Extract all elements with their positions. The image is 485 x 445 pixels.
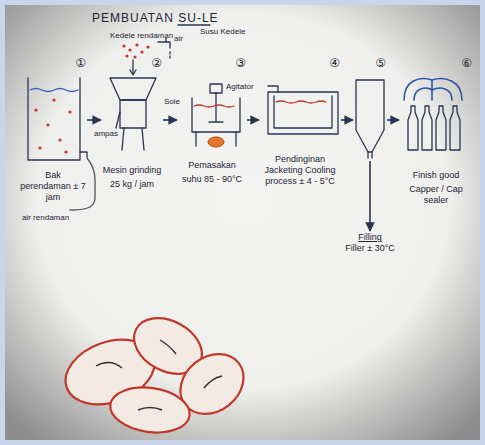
feed-arrow bbox=[132, 60, 133, 74]
art-space bbox=[178, 70, 246, 160]
water-line bbox=[30, 89, 78, 92]
milk-line bbox=[194, 105, 234, 107]
agitator-shaft bbox=[209, 93, 223, 122]
art-space bbox=[354, 70, 386, 160]
step-name: Mesin grinding bbox=[102, 165, 162, 176]
grinder-legs bbox=[116, 112, 144, 150]
stove-legs bbox=[196, 132, 236, 146]
bean-hilum bbox=[96, 340, 222, 410]
cooling-tank bbox=[274, 96, 332, 128]
agitator-motor bbox=[210, 84, 222, 93]
grinder-hopper bbox=[110, 78, 156, 100]
flow-arrow bbox=[163, 119, 177, 121]
bottles bbox=[408, 106, 460, 150]
output-label: ampas bbox=[94, 129, 118, 139]
flow-arrow bbox=[387, 119, 399, 121]
soak-tank bbox=[28, 78, 80, 160]
paper bbox=[5, 5, 480, 440]
art-space bbox=[20, 70, 86, 170]
step-number: ⑤ bbox=[354, 56, 386, 70]
step-name: Bak perendaman ± 7 jam bbox=[20, 170, 86, 203]
step-name: Pemasakan bbox=[178, 160, 246, 171]
step-number: ① bbox=[20, 56, 86, 70]
part-label: Agitator bbox=[226, 82, 254, 92]
step-spec: suhu 85 - 90°C bbox=[178, 174, 246, 185]
step-name: Filler ± 30°C bbox=[344, 243, 396, 254]
milk-line bbox=[276, 101, 326, 103]
flow-arrow bbox=[87, 119, 101, 121]
capper bbox=[404, 79, 462, 100]
grinder-station: ② Mesin grinding 25 kg / jam bbox=[102, 56, 162, 190]
input-label: Kedele rendaman bbox=[110, 31, 173, 41]
flow-arrow bbox=[247, 119, 259, 121]
cooking-station: ③ Pemasakan suhu 85 - 90°C bbox=[178, 56, 246, 185]
step-name: Filling bbox=[344, 232, 396, 243]
flame bbox=[208, 137, 224, 147]
filler-hopper bbox=[356, 80, 384, 152]
soybeans-drawing bbox=[57, 307, 256, 437]
capper-station: ⑥ Finish goodCapper / Cap sealer bbox=[400, 56, 472, 206]
soybeans-small bbox=[34, 43, 149, 153]
step-name: Finish good bbox=[400, 170, 472, 181]
output-label: Sole bbox=[164, 97, 180, 107]
cooking-pot bbox=[192, 98, 240, 132]
soak-tank-station: ① Bak perendaman ± 7 jam bbox=[20, 56, 86, 203]
step-spec: Capper / Cap sealer bbox=[400, 184, 472, 206]
flow-arrow bbox=[341, 119, 353, 121]
subtitle: Susu Kedele bbox=[200, 27, 245, 37]
cooling-tap bbox=[268, 86, 278, 92]
input-label: air bbox=[174, 34, 183, 44]
nozzle bbox=[368, 152, 372, 158]
feed-arrow-head bbox=[130, 70, 136, 75]
art-space bbox=[102, 70, 162, 165]
step-spec: 25 kg / jam bbox=[102, 179, 162, 190]
filler-station: ⑤ bbox=[354, 56, 386, 160]
art-space bbox=[400, 70, 472, 170]
tap bbox=[80, 152, 87, 157]
cooling-station: ④ Pendinginan Jacketing Cooling process ±… bbox=[260, 56, 340, 187]
step-number: ⑥ bbox=[400, 56, 472, 70]
diagram-title: PEMBUATAN SU-LE bbox=[92, 11, 219, 25]
flow-arrow bbox=[369, 161, 371, 231]
water-drip bbox=[169, 52, 170, 58]
cooling-jacket bbox=[268, 92, 338, 134]
art-space bbox=[260, 70, 340, 154]
step-number: ③ bbox=[178, 56, 246, 70]
step-number: ④ bbox=[260, 56, 340, 70]
grinder-body bbox=[120, 100, 146, 128]
step-number: ② bbox=[102, 56, 162, 70]
filling-note: FillingFiller ± 30°C bbox=[344, 232, 396, 254]
output-label: air rendaman bbox=[22, 213, 69, 223]
step-name: Pendinginan Jacketing Cooling process ± … bbox=[260, 154, 340, 187]
